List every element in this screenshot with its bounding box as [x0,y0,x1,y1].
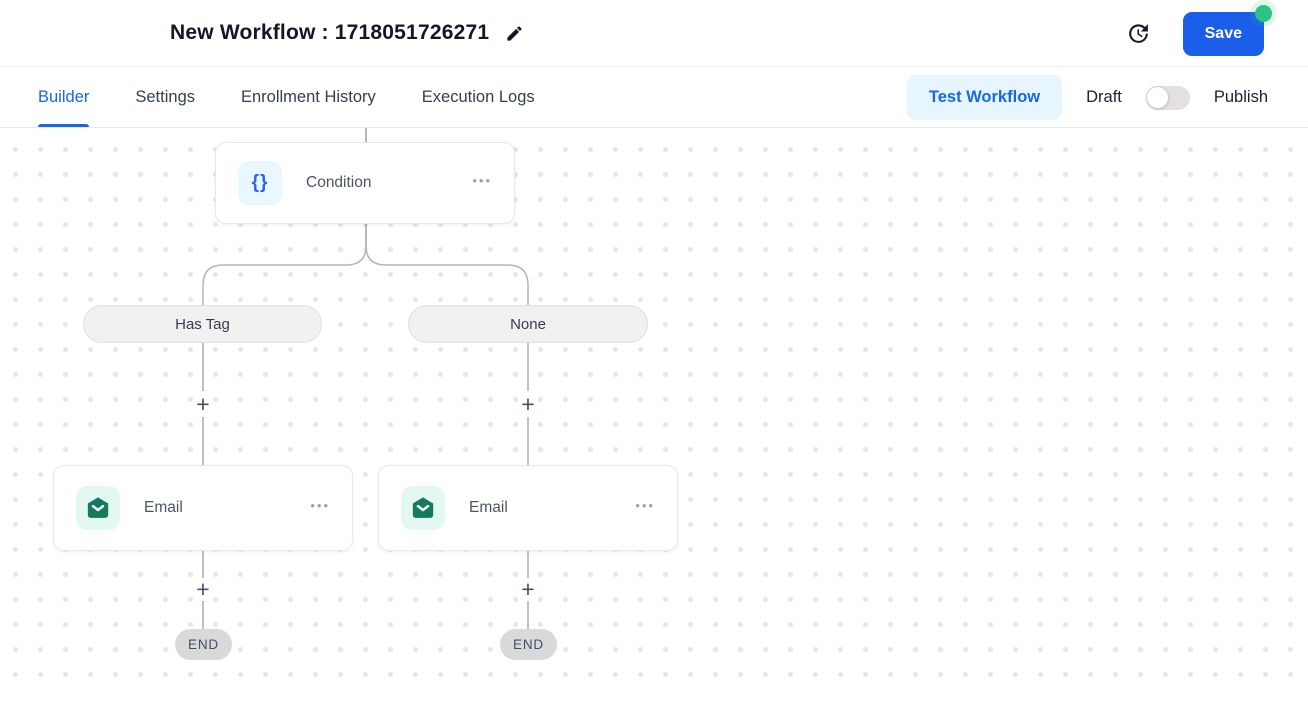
publish-toggle-knob [1145,85,1169,109]
publish-label: Publish [1213,88,1268,106]
tab-enrollment-history-label: Enrollment History [241,87,376,106]
workflow-title-group: New Workflow : 1718051726271 [0,21,524,45]
branch-pill-has-tag[interactable]: Has Tag [83,305,322,343]
email-node-2[interactable]: Email ••• [378,465,678,551]
edit-pencil-icon[interactable] [505,24,524,43]
email-node-2-label: Email [469,499,508,516]
unsaved-changes-badge [1255,4,1272,22]
tab-builder[interactable]: Builder [38,67,90,127]
save-button[interactable]: Save [1182,4,1272,56]
draft-label: Draft [1086,88,1122,106]
canvas-dot-grid [0,128,1297,697]
tab-enrollment-history[interactable]: Enrollment History [241,67,376,127]
condition-node-label: Condition [306,174,372,191]
tab-execution-logs-label: Execution Logs [421,87,535,106]
email-node-2-menu-icon[interactable]: ••• [635,497,655,513]
email-icon [401,486,445,530]
branch-pill-none[interactable]: None [408,305,648,343]
workflow-controls: Test Workflow Draft Publish [906,67,1308,128]
version-history-icon[interactable] [1126,21,1151,46]
tab-bar: Builder Settings Enrollment History Exec… [0,67,1308,128]
email-node-1-label: Email [144,499,183,516]
tabs: Builder Settings Enrollment History Exec… [0,67,535,127]
active-tab-underline [38,124,90,127]
condition-node-menu-icon[interactable]: ••• [472,172,492,188]
header-actions: Save [1126,0,1308,67]
end-pill-2-label: END [513,637,544,652]
add-step-button-3[interactable]: + [196,575,210,602]
tab-settings[interactable]: Settings [135,67,195,127]
email-node-1[interactable]: Email ••• [53,465,353,551]
email-icon [76,486,120,530]
tab-builder-label: Builder [38,87,90,106]
add-step-button-1[interactable]: + [196,390,210,417]
branch-pill-none-label: None [510,315,546,333]
end-pill-1-label: END [188,637,219,652]
branch-pill-has-tag-label: Has Tag [175,315,230,333]
end-pill-2: END [500,629,557,660]
braces-glyph: {} [251,172,269,193]
tab-execution-logs[interactable]: Execution Logs [422,67,535,127]
test-workflow-button[interactable]: Test Workflow [906,75,1063,120]
email-node-1-menu-icon[interactable]: ••• [310,497,330,513]
condition-node[interactable]: {} Condition ••• [215,142,515,224]
workflow-canvas[interactable]: {} Condition ••• Has Tag None + + Email … [0,128,1308,710]
page-title: New Workflow : 1718051726271 [170,21,490,44]
braces-icon: {} [238,161,282,205]
header: New Workflow : 1718051726271 Save [0,0,1308,67]
tab-settings-label: Settings [135,87,195,106]
add-step-button-4[interactable]: + [521,575,535,602]
add-step-button-2[interactable]: + [521,390,535,417]
end-pill-1: END [175,629,232,660]
publish-toggle[interactable] [1145,85,1190,110]
save-button-label: Save [1204,24,1242,42]
